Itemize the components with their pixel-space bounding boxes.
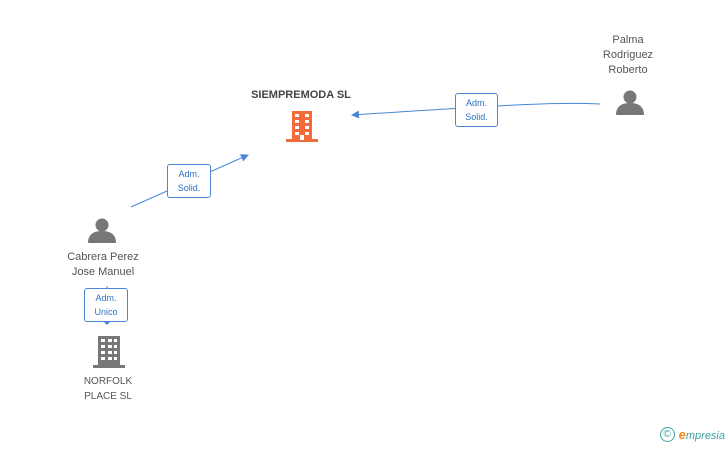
role-badge-right-line1: Adm.: [465, 98, 487, 108]
person-icon-left[interactable]: [88, 218, 116, 244]
brand-logo: empresia: [679, 427, 725, 442]
building-icon-main[interactable]: [286, 111, 318, 142]
building-icon-bottom[interactable]: [93, 336, 125, 368]
role-badge-left-line2: Solid.: [177, 183, 201, 193]
role-badge-bottom-line2: Unico: [94, 307, 118, 317]
role-badge-right-line2: Solid.: [465, 112, 488, 122]
role-badge-bottom-line1: Adm.: [95, 293, 117, 303]
role-badge-bottom[interactable]: Adm. Unico: [84, 288, 128, 322]
person-name-left[interactable]: Cabrera Perez Jose Manuel: [67, 251, 139, 278]
company-name-bottom[interactable]: NORFOLK PLACE SL: [83, 376, 133, 402]
role-badge-right[interactable]: Adm. Solid.: [455, 93, 498, 127]
brand-logo-text: mpresia: [685, 430, 725, 442]
role-badge-left-line1: Adm.: [178, 169, 200, 179]
company-name-main[interactable]: SIEMPREMODA SL: [251, 89, 351, 101]
role-badge-left[interactable]: Adm. Solid.: [167, 164, 211, 198]
badge-pointer-icon: [103, 321, 111, 325]
edge-right-to-main: [351, 102, 601, 119]
person-name-right[interactable]: Palma Rodriguez Roberto: [602, 34, 654, 76]
person-icon-right[interactable]: [616, 90, 644, 116]
brand-logo-initial: e: [678, 427, 686, 442]
footer-brand[interactable]: © empresia: [659, 427, 725, 442]
copyright-icon: ©: [659, 427, 675, 442]
